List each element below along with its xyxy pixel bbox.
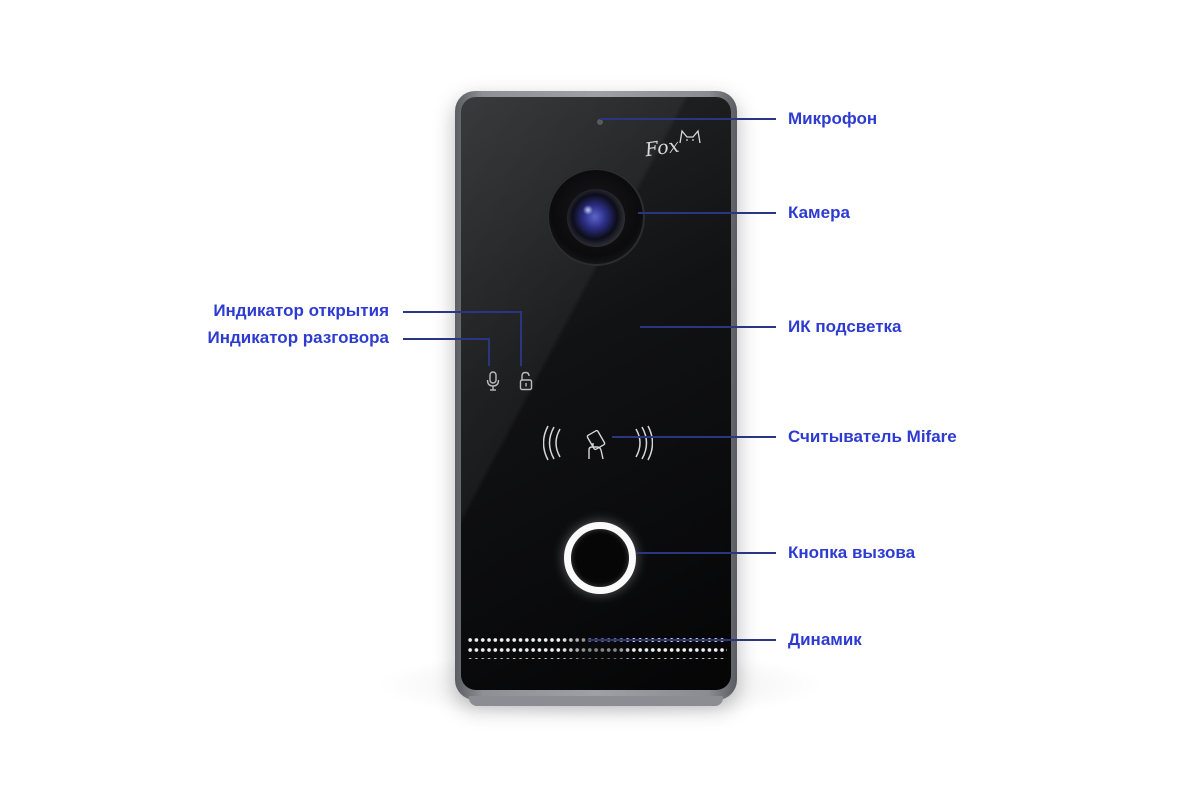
microphone-icon	[485, 371, 501, 391]
camera-module	[547, 168, 645, 266]
call-button[interactable]	[564, 522, 636, 594]
label-camera: Камера	[788, 203, 850, 222]
front-glass-panel: Fox	[461, 97, 731, 690]
open-padlock-icon	[518, 371, 534, 391]
contactless-card-icon	[542, 425, 654, 461]
fox-head-icon	[679, 129, 701, 144]
lens-glint	[583, 205, 593, 215]
brand-logo: Fox	[637, 127, 707, 163]
device-base	[469, 696, 723, 706]
label-unlock-indicator: Индикатор открытия	[213, 301, 389, 320]
leader-line-unlock-indicator	[403, 311, 522, 366]
door-station-device: Fox	[455, 91, 737, 706]
mifare-reader-zone	[542, 423, 654, 463]
label-ir-illumination: ИК подсветка	[788, 317, 902, 336]
label-call-button: Кнопка вызова	[788, 543, 916, 562]
leader-line-talk-indicator	[403, 338, 490, 366]
camera-lens	[567, 189, 625, 247]
label-microphone: Микрофон	[788, 109, 878, 128]
label-talk-indicator: Индикатор разговора	[207, 328, 389, 347]
label-mifare-reader: Считыватель Mifare	[788, 427, 957, 446]
label-speaker: Динамик	[788, 630, 862, 649]
microphone-hole	[597, 119, 603, 125]
